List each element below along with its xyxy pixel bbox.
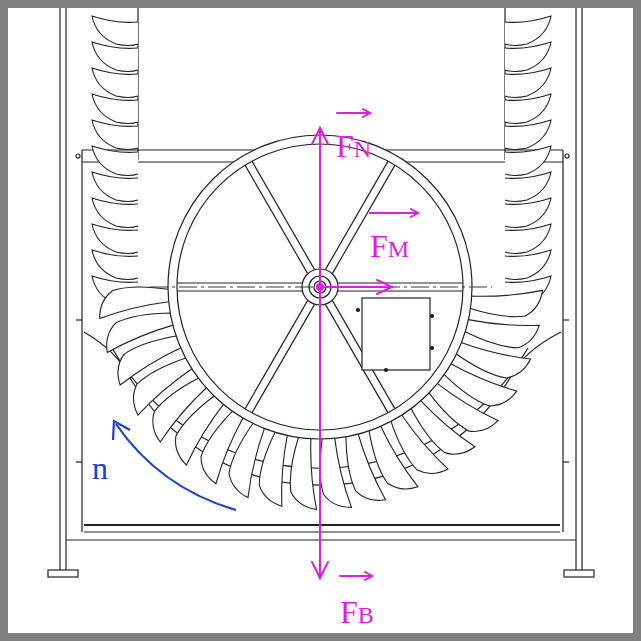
force-label: FN <box>336 130 371 162</box>
rotation-label: n <box>92 452 108 484</box>
force-label: FM <box>370 230 409 262</box>
force-label: FB <box>340 596 374 628</box>
